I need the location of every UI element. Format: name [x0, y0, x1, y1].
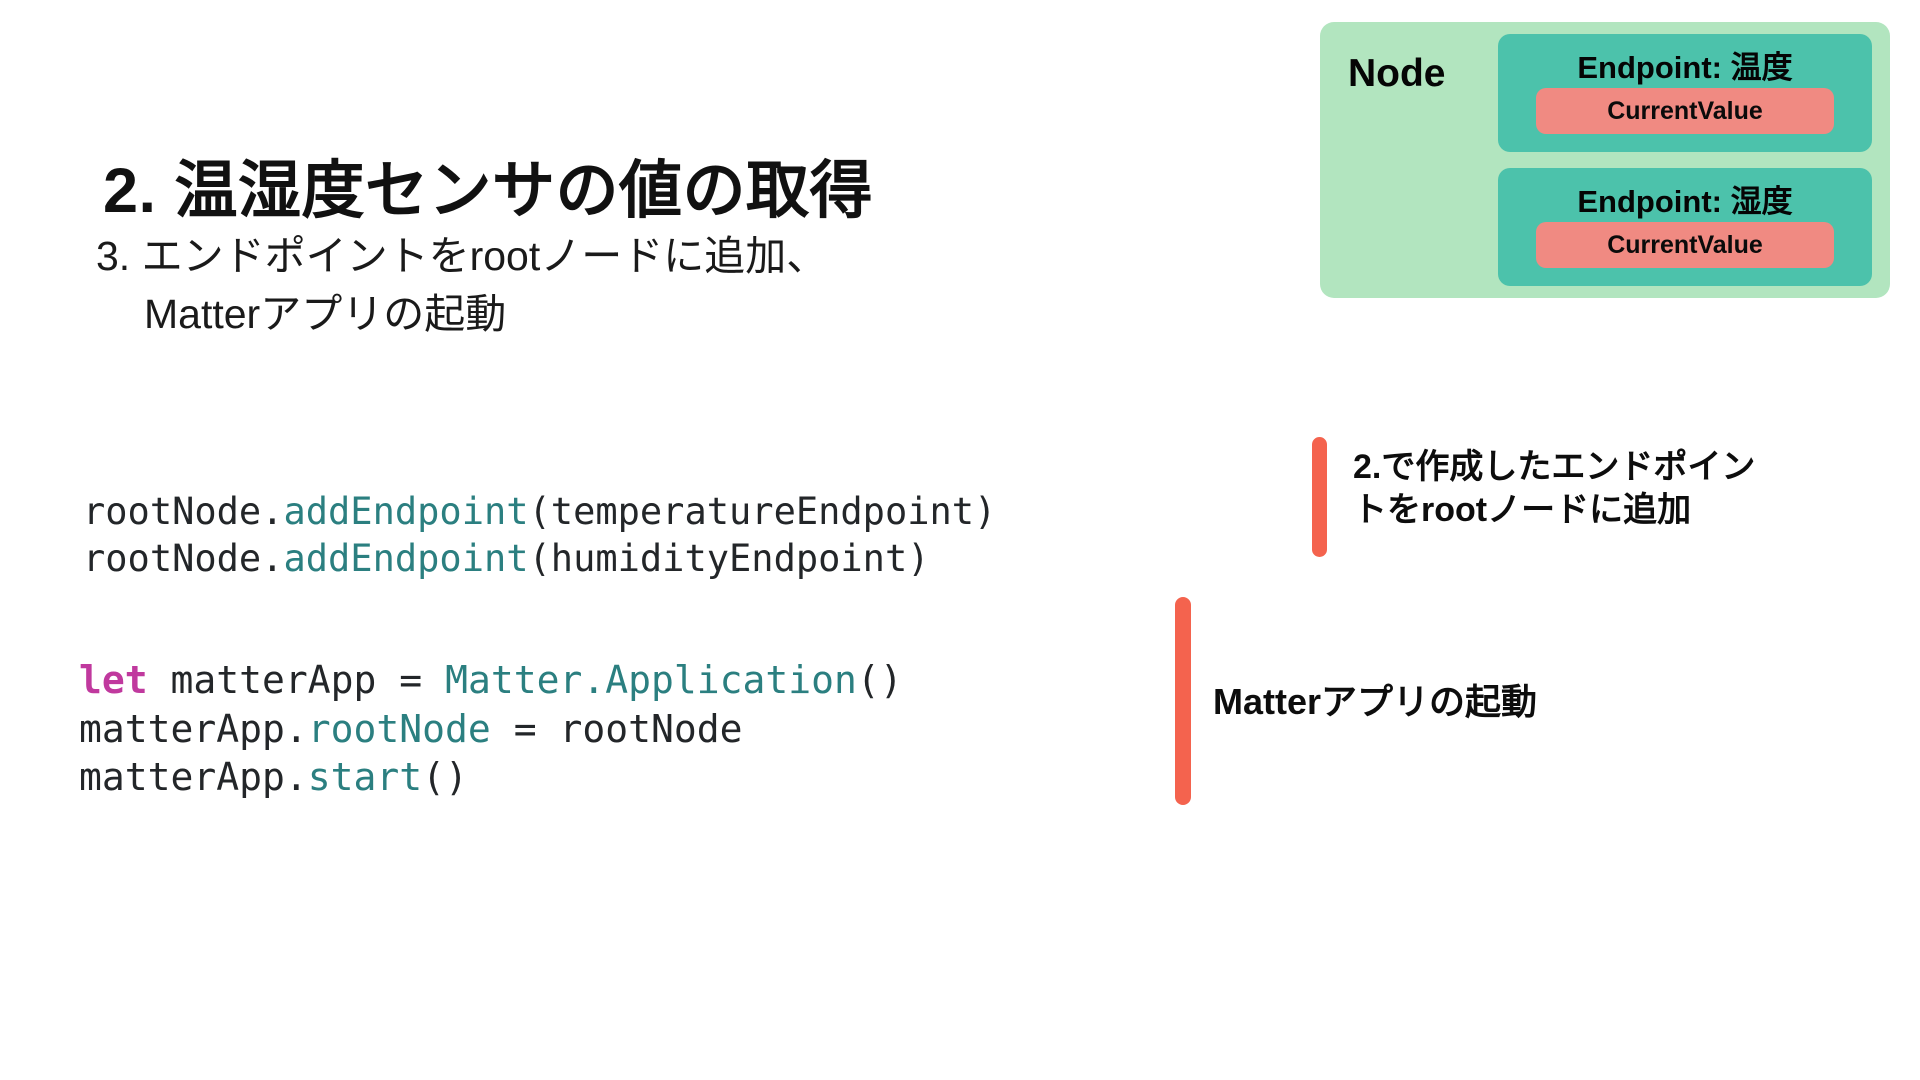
code-token-plain: matterApp =	[147, 658, 446, 702]
code-token-plain: ()	[856, 658, 903, 702]
code-block-add-endpoints: rootNode.addEndpoint(temperatureEndpoint…	[83, 489, 996, 583]
endpoint-title: Endpoint: 温度	[1577, 50, 1793, 85]
endpoint-card-temperature: Endpoint: 温度 CurrentValue	[1498, 34, 1872, 152]
code-token-type: Matter.Application	[445, 658, 857, 702]
code-token-method: addEndpoint	[283, 490, 529, 533]
subtitle-line-2: Matterアプリの起動	[144, 291, 507, 338]
subtitle-line-1: 3. エンドポイントをrootノードに追加、	[96, 233, 828, 279]
node-label: Node	[1348, 52, 1446, 95]
code-block-matter-app: let matterApp = Matter.Application() mat…	[79, 656, 903, 802]
subtitle-block: 3. エンドポイントをrootノードに追加、 Matterアプリの起動	[96, 227, 827, 343]
endpoint-card-humidity: Endpoint: 湿度 CurrentValue	[1498, 168, 1872, 286]
code-token-keyword: let	[79, 658, 148, 702]
annotation-start-app: Matterアプリの起動	[1175, 597, 1795, 805]
code-token-plain: matterApp.	[79, 706, 308, 751]
code-token-plain: matterApp.	[79, 755, 308, 800]
endpoint-title: Endpoint: 湿度	[1577, 184, 1793, 219]
code-token-plain: (temperatureEndpoint)	[528, 490, 997, 533]
attribute-pill-currentvalue: CurrentValue	[1536, 222, 1834, 268]
annotation-bar-icon	[1175, 597, 1191, 805]
code-token-method: addEndpoint	[283, 536, 529, 580]
annotation-text: 2.で作成したエンドポイントをrootノードに追加	[1353, 448, 1756, 529]
page-title: 2. 温湿度センサの値の取得	[103, 156, 874, 227]
annotation-bar-icon	[1312, 437, 1327, 557]
annotation-text: Matterアプリの起動	[1213, 681, 1538, 722]
attribute-pill-currentvalue: CurrentValue	[1536, 88, 1834, 134]
code-token-plain: rootNode.	[83, 536, 284, 580]
node-diagram-box: Node Endpoint: 温度 CurrentValue Endpoint:…	[1320, 22, 1890, 298]
code-token-method: rootNode	[307, 706, 491, 751]
annotation-add-endpoints: 2.で作成したエンドポイントをrootノードに追加	[1312, 437, 1892, 557]
code-token-plain: (humidityEndpoint)	[528, 536, 930, 580]
code-token-plain: ()	[422, 755, 468, 800]
code-token-method: start	[307, 755, 423, 800]
code-token-plain: = rootNode	[490, 706, 743, 751]
code-token-plain: rootNode.	[83, 490, 284, 533]
